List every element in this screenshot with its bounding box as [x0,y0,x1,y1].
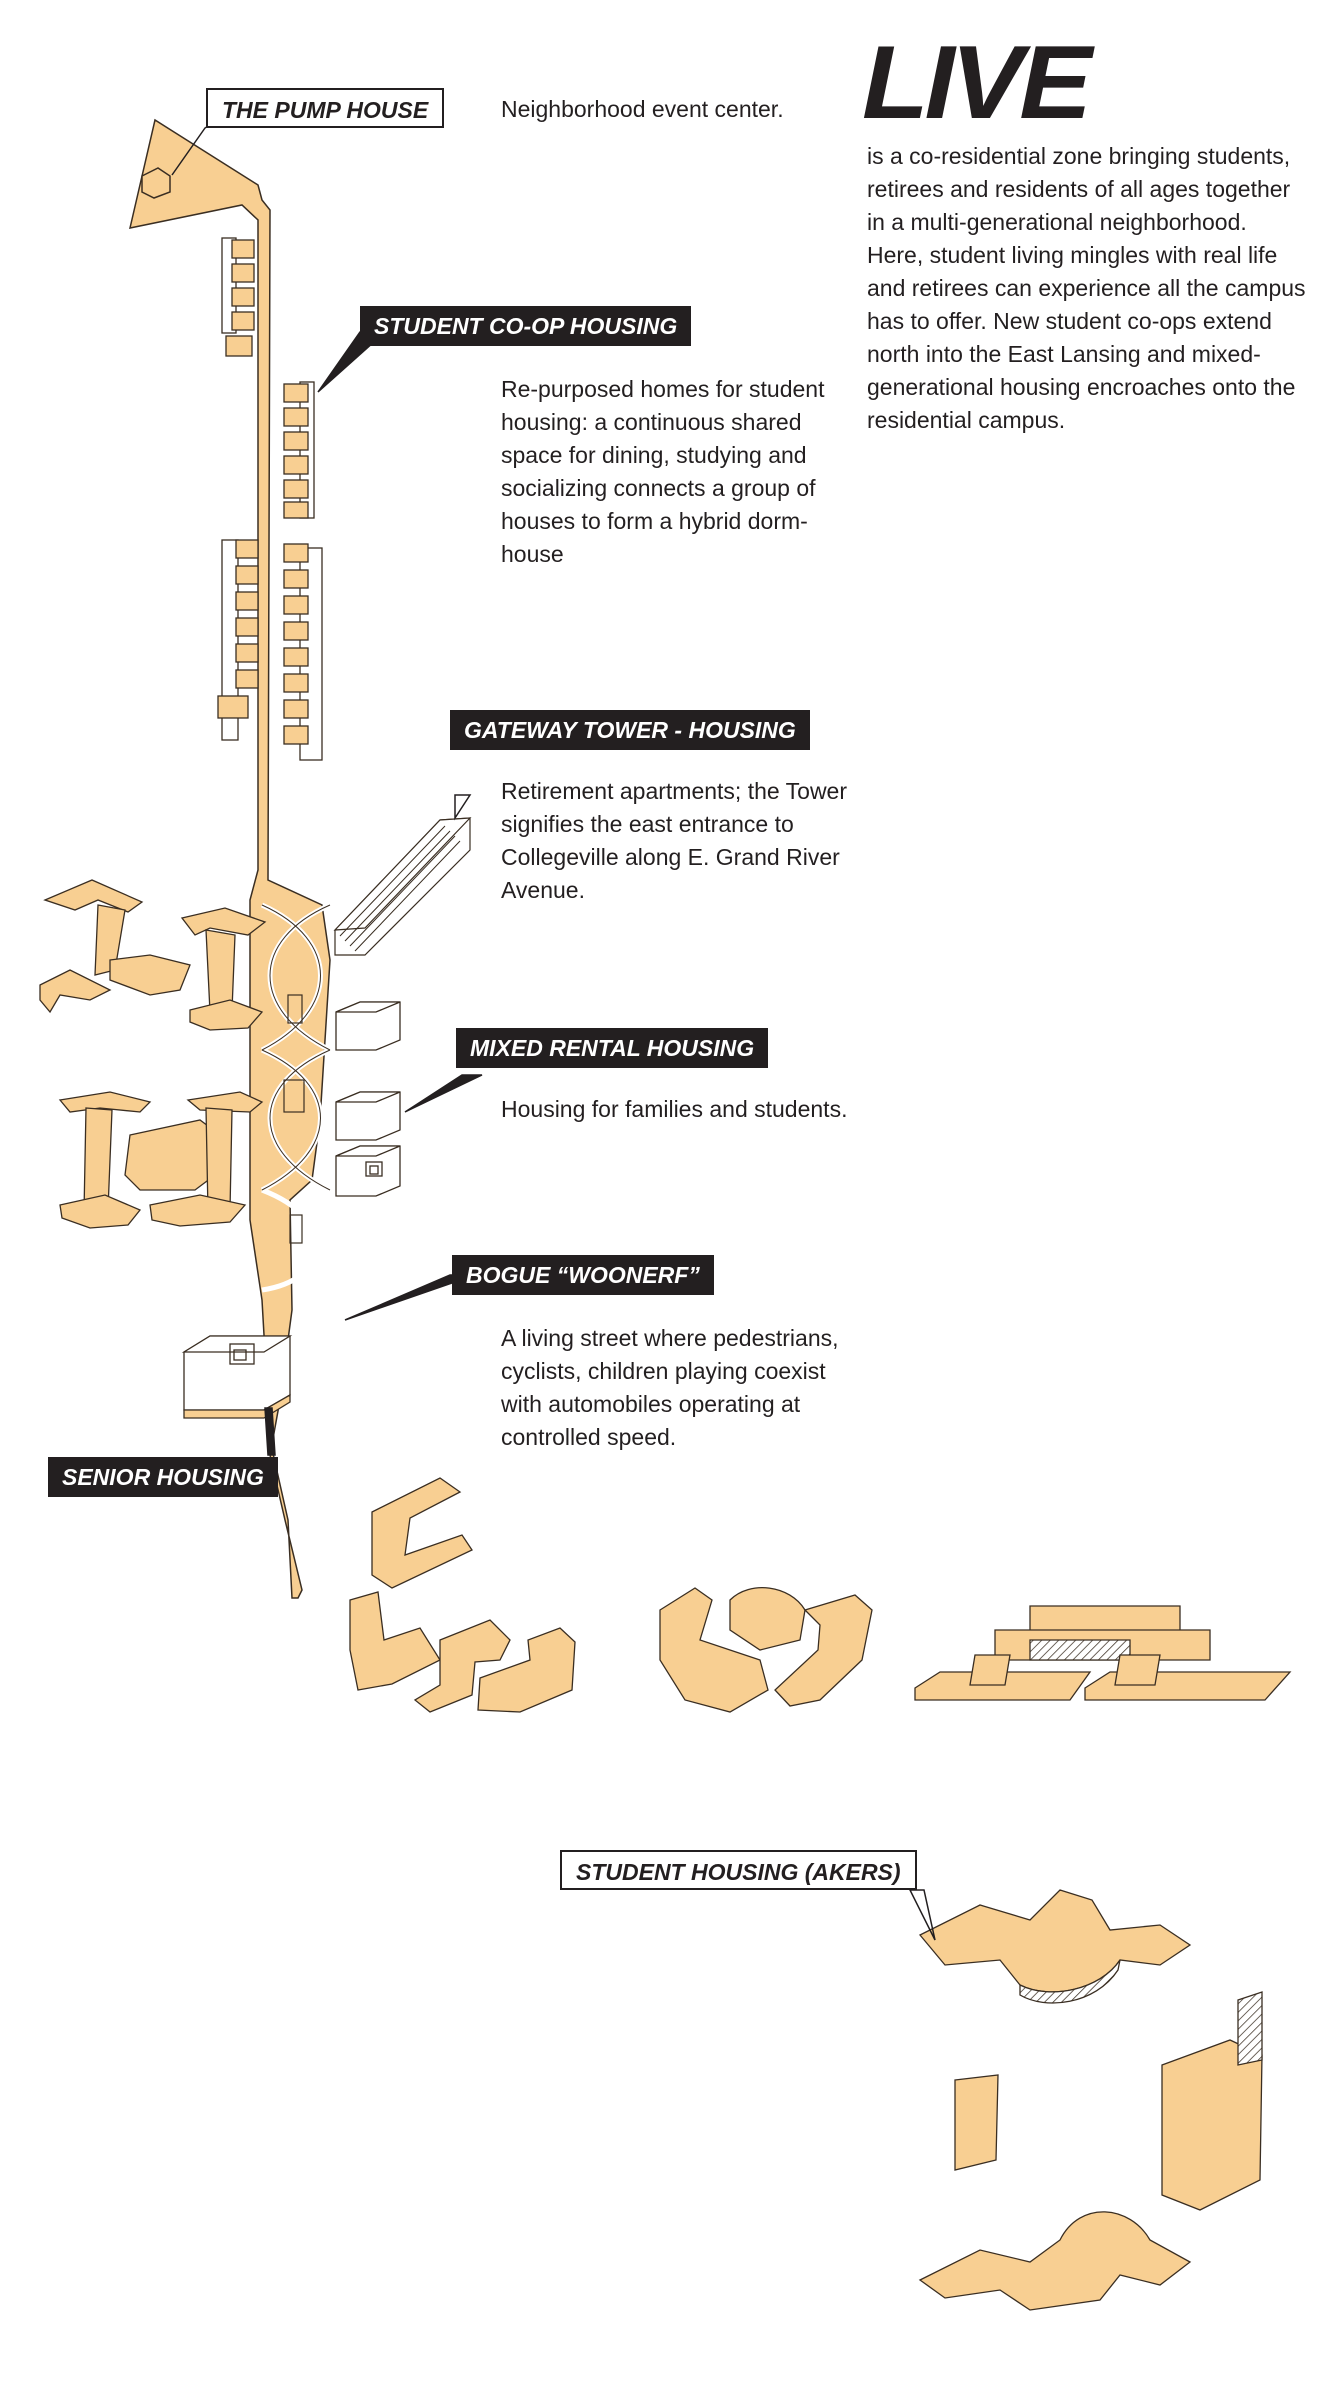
page-title: LIVE [862,25,1092,141]
plaza-courts [283,994,305,1244]
desc-pump-house: Neighborhood event center. [501,96,784,122]
coop-houses-2 [283,381,315,519]
pump-house-building [141,167,171,199]
label-student-coop: STUDENT CO-OP HOUSING [360,306,692,346]
gateway-tower [333,817,472,956]
coop-houses-3 [217,539,323,761]
plaza-loop-outlines [261,904,331,1191]
desc-gateway: Retirement apartments; the Tower signifi… [501,778,848,903]
desc-mixed-rental: Housing for families and students. [501,1096,848,1122]
desc-student-coop: Re-purposed homes for student housing: a… [501,376,825,567]
south-building-c [914,1605,1292,1701]
intro-text: is a co-residential zone bringing studen… [867,143,1306,433]
mixed-rental-cubes [335,1001,401,1197]
south-building-b [659,1587,873,1713]
label-pump-house: THE PUMP HOUSE [206,88,445,128]
west-complex-upper [39,879,267,1031]
label-senior: SENIOR HOUSING [48,1457,278,1497]
senior-housing-building [181,1335,293,1419]
south-building-a [349,1477,576,1713]
label-akers: STUDENT HOUSING (AKERS) [560,1850,917,1890]
coop-houses-1 [221,237,255,357]
label-bogue: BOGUE “WOONERF” [452,1255,714,1295]
akers-buildings [918,1889,1263,2311]
label-gateway: GATEWAY TOWER - HOUSING [450,710,810,750]
desc-bogue: A living street where pedestrians, cycli… [501,1325,839,1450]
label-mixed-rental: MIXED RENTAL HOUSING [456,1028,769,1068]
callout-pointers [171,119,936,1941]
west-complex-lower [58,1091,264,1229]
